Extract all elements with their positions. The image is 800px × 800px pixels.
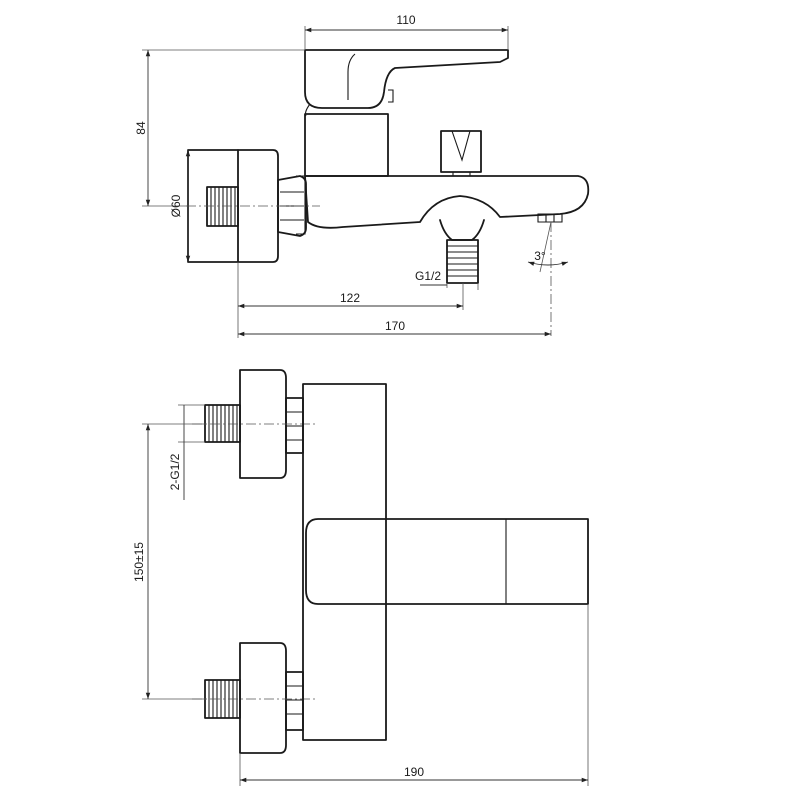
dim-lever-length: 110 bbox=[304, 13, 509, 50]
dim-label-122: 122 bbox=[340, 291, 360, 305]
dim-flange-diameter: Ø60 bbox=[169, 150, 191, 262]
mixer-body-front bbox=[302, 383, 387, 741]
dim-label-150: 150±15 bbox=[132, 542, 146, 582]
bath-spout bbox=[304, 175, 590, 229]
dim-outlet-offset: 122 bbox=[237, 262, 464, 338]
dim-label-g12: G1/2 bbox=[415, 269, 441, 283]
dim-label-84: 84 bbox=[134, 121, 148, 135]
dim-inlet-spacing: 150±15 bbox=[132, 423, 205, 700]
dim-outlet-thread: G1/2 bbox=[415, 269, 479, 290]
upper-inlet bbox=[192, 369, 318, 479]
dim-label-190: 190 bbox=[404, 765, 424, 779]
dim-label-110: 110 bbox=[396, 13, 415, 27]
dim-overall-width: 190 bbox=[239, 604, 589, 786]
dim-label-angle: 3° bbox=[534, 249, 546, 263]
spout-front bbox=[305, 518, 589, 605]
dim-height: 84 bbox=[134, 49, 305, 207]
mixer-body bbox=[296, 113, 389, 235]
dim-label-diameter: Ø60 bbox=[169, 194, 183, 217]
diverter-knob bbox=[440, 130, 482, 176]
front-view: 2-G1/2 150±15 190 bbox=[132, 369, 589, 786]
lower-inlet bbox=[192, 642, 318, 754]
dim-label-2g12: 2-G1/2 bbox=[168, 453, 182, 490]
lever-handle bbox=[304, 49, 509, 117]
dim-inlet-threads: 2-G1/2 bbox=[168, 404, 205, 500]
inlet-thread bbox=[206, 186, 239, 227]
side-view: 110 84 Ø60 G1/2 3° bbox=[134, 13, 590, 338]
dim-label-170: 170 bbox=[385, 319, 405, 333]
dim-total-projection: 170 bbox=[238, 319, 551, 337]
outlet-connector bbox=[439, 219, 485, 284]
dim-spout-angle: 3° bbox=[527, 221, 569, 336]
